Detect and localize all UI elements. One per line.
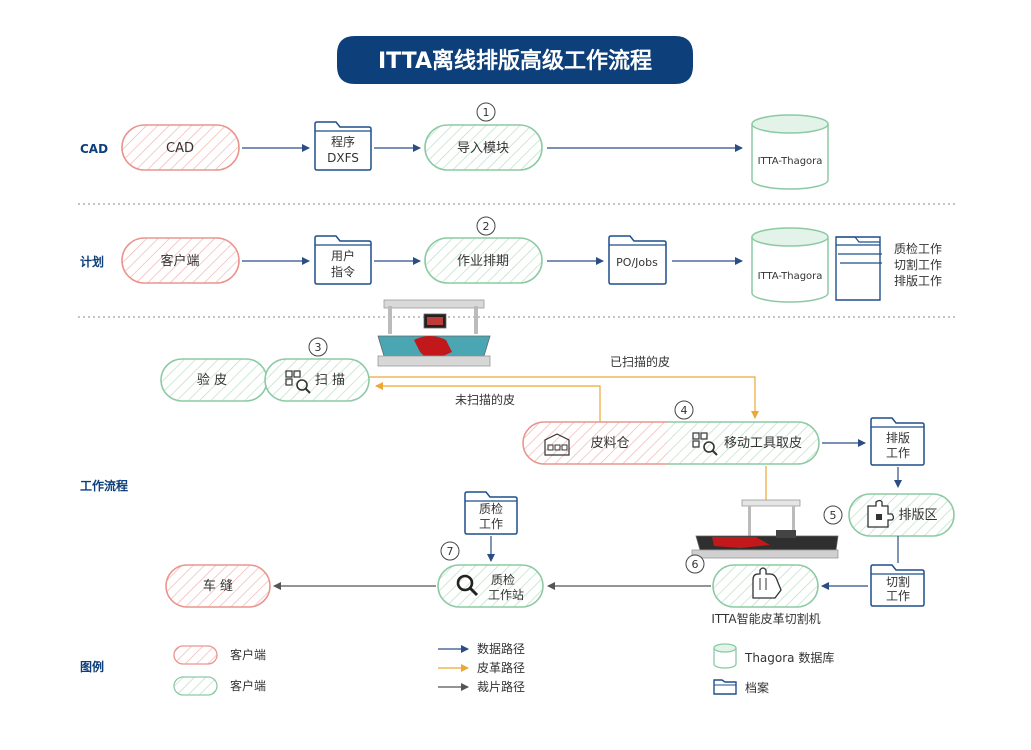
stack-label-nest: 排版工作 [894,274,942,288]
legend-leather-path: 皮革路径 [438,660,525,675]
unscanned-label: 未扫描的皮 [455,392,515,407]
puzzle-icon [867,499,895,528]
legend-db: Thagora 数据库 [713,643,834,669]
folder-qc-job: 质检 工作 [464,491,518,535]
scan-label: 扫 描 [315,373,345,388]
folder-program-line1: 程序 [331,134,355,149]
magnifier-icon [456,574,479,597]
step-4-badge: 4 [674,400,694,420]
folder-user-line2: 指令 [331,264,355,279]
stack-label-qc: 质检工作 [894,241,942,256]
legend-archive-label: 档案 [745,680,769,695]
row-label-plan: 计划 [80,254,104,269]
legend-client-green-label: 客户端 [230,678,266,693]
step-6-badge: 6 [685,554,705,574]
database-icon [713,643,737,669]
nest-job-line1: 排版 [886,431,910,445]
step-3-badge: 3 [308,337,328,357]
scanner-machine-illustration [377,299,491,367]
cad-client-pill: CAD [121,124,240,171]
inspect-label: 验 皮 [197,372,227,388]
mobile-tool-label: 移动工具取皮 [724,436,802,451]
folder-program-line2: DXFS [327,151,359,165]
folder-po-jobs: PO/Jobs [608,235,667,285]
sewing-label: 车 缝 [203,578,233,594]
cutter-pill [712,564,819,608]
title-banner: ITTA离线排版高级工作流程 [337,36,693,84]
step-7-badge: 7 [440,541,460,561]
legend-archive: 档案 [713,679,769,695]
leather-arrow-scanned [369,376,759,419]
db-1-label: ITTA-Thagora [758,156,823,167]
step-2-badge: 2 [476,216,496,236]
legend-cut-path: 裁片路径 [438,679,525,694]
step-5-badge: 5 [823,505,843,525]
sewing-pill: 车 缝 [165,564,271,608]
nest-area-pill: 排版区 [848,493,955,537]
cut-job-line2: 工作 [886,589,910,603]
leather-arrow-unscanned [375,382,601,422]
qr-search-icon [285,370,311,394]
svg-text:2: 2 [483,220,490,233]
scanned-label: 已扫描的皮 [610,354,670,369]
folder-user-instructions: 用户 指令 [314,235,372,285]
warehouse-label: 皮料仓 [590,436,629,451]
nest-area-label: 排版区 [898,508,937,523]
legend-db-label: Thagora 数据库 [744,650,834,665]
db-2-label: ITTA-Thagora [758,271,823,282]
legend-leather-path-label: 皮革路径 [477,660,525,675]
stack-label-cut: 切割工作 [894,257,942,272]
glove-icon [752,567,782,599]
folder-program-dxfs: 程序 DXFS [314,121,372,171]
qr-search-icon [692,432,718,456]
folder-nest-job: 排版 工作 [870,417,925,466]
thagora-db-2: ITTA-Thagora [751,227,829,303]
svg-text:5: 5 [830,509,837,522]
svg-text:4: 4 [681,404,688,417]
plan-client-label: 客户端 [160,253,199,269]
inspect-leather-pill: 验 皮 [160,358,268,402]
qc-station-line2: 工作站 [488,588,524,602]
folder-icon [713,679,737,695]
warehouse-icon [544,433,570,456]
qc-job-line1: 质检 [479,501,503,516]
import-module-pill: 导入模块 [424,124,543,171]
legend-cut-path-label: 裁片路径 [477,679,525,694]
page-title: ITTA离线排版高级工作流程 [378,48,652,74]
warehouse-mobile-pill: 皮料仓 移动工具取皮 [522,421,820,465]
po-jobs-label: PO/Jobs [616,256,658,269]
job-schedule-label: 作业排期 [457,254,509,269]
qc-station-line1: 质检 [491,572,515,587]
legend-data-path-label: 数据路径 [477,641,525,656]
row-label-workflow: 工作流程 [80,478,128,493]
svg-text:1: 1 [483,106,490,119]
svg-text:7: 7 [447,545,454,558]
thagora-db-1: ITTA-Thagora [751,114,829,190]
nest-job-line2: 工作 [886,446,910,460]
folder-user-line1: 用户 [331,248,355,263]
cutting-machine-illustration [691,499,839,559]
row-label-legend: 图例 [80,659,104,674]
legend-client-pink: 客户端 [173,645,266,665]
step-1-badge: 1 [476,102,496,122]
job-schedule-pill: 作业排期 [424,237,543,284]
qc-station-pill: 质检 工作站 [437,564,544,608]
stacked-job-folders [835,236,882,301]
folder-cut-job: 切割 工作 [870,564,925,607]
cad-client-label: CAD [166,141,194,156]
legend-client-green: 客户端 [173,676,266,696]
qc-job-line2: 工作 [479,517,503,531]
svg-text:6: 6 [692,558,699,571]
plan-client-pill: 客户端 [121,237,240,284]
scan-pill: 扫 描 [264,358,370,402]
legend-client-pink-label: 客户端 [230,647,266,662]
legend-data-path: 数据路径 [438,641,525,656]
cut-job-line1: 切割 [886,574,910,589]
svg-text:3: 3 [315,341,322,354]
row-label-cad: CAD [80,142,108,156]
import-module-label: 导入模块 [457,141,509,156]
cutter-caption: ITTA智能皮革切割机 [711,611,820,626]
